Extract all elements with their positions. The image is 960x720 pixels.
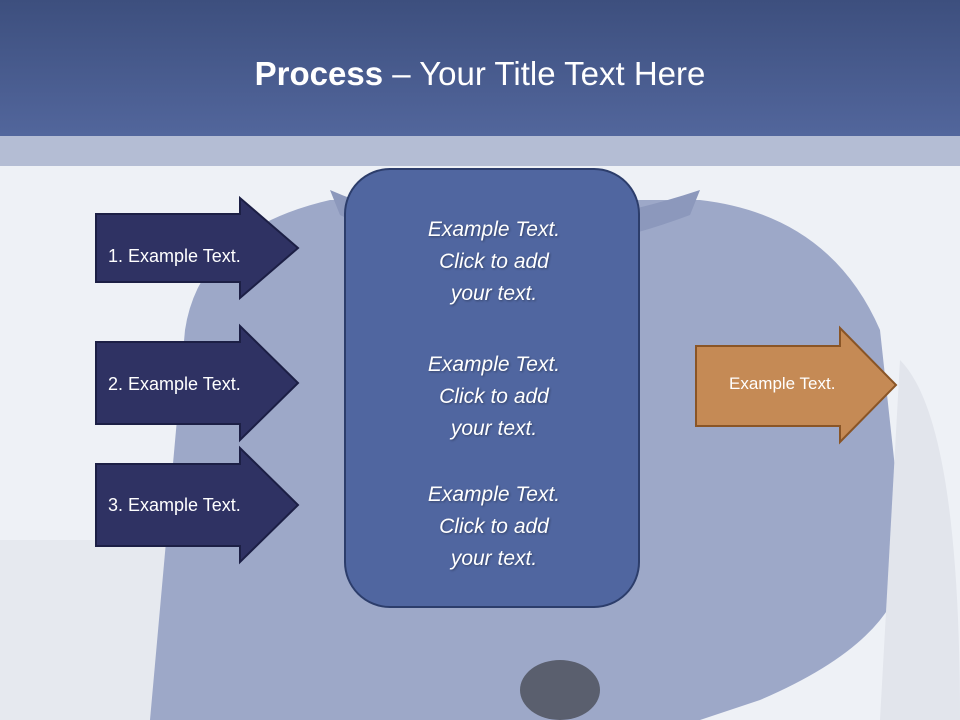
output-arrow[interactable]: Example Text. — [695, 325, 898, 445]
center-text-line: Click to add — [439, 515, 549, 538]
arrow-shape — [695, 325, 898, 445]
center-text-block-1[interactable]: Example Text. Click to add your text. — [346, 214, 642, 310]
input-arrow-1[interactable]: 1. Example Text. — [95, 195, 300, 301]
arrow-shape — [95, 195, 300, 301]
center-text-block-2[interactable]: Example Text. Click to add your text. — [346, 349, 642, 445]
center-text-line: your text. — [450, 417, 538, 440]
title-bold-part: Process — [254, 55, 384, 92]
input-arrow-label: 2. Example Text. — [108, 374, 241, 394]
center-text-line: Click to add — [439, 250, 549, 273]
slide-title[interactable]: Process – Your Title Text Here — [0, 52, 960, 96]
input-arrow-label: 3. Example Text. — [108, 495, 241, 515]
input-arrow-2[interactable]: 2. Example Text. — [95, 323, 300, 443]
center-text-line: your text. — [450, 282, 538, 305]
center-process-box[interactable]: Example Text. Click to add your text. Ex… — [344, 168, 640, 608]
center-text-line: Example Text. — [427, 353, 561, 376]
title-divider-strip — [0, 136, 960, 166]
input-arrow-label: 1. Example Text. — [108, 246, 241, 266]
arrow-shape — [95, 323, 300, 443]
arrow-shape — [95, 445, 300, 565]
center-text-line: Example Text. — [427, 218, 561, 241]
center-text-line: your text. — [450, 547, 538, 570]
output-arrow-label: Example Text. — [729, 374, 836, 393]
title-band — [0, 0, 960, 136]
center-text-line: Example Text. — [427, 483, 561, 506]
title-rest-part: – Your Title Text Here — [383, 55, 706, 92]
center-text-block-3[interactable]: Example Text. Click to add your text. — [346, 479, 642, 575]
input-arrow-3[interactable]: 3. Example Text. — [95, 445, 300, 565]
center-text-line: Click to add — [439, 385, 549, 408]
